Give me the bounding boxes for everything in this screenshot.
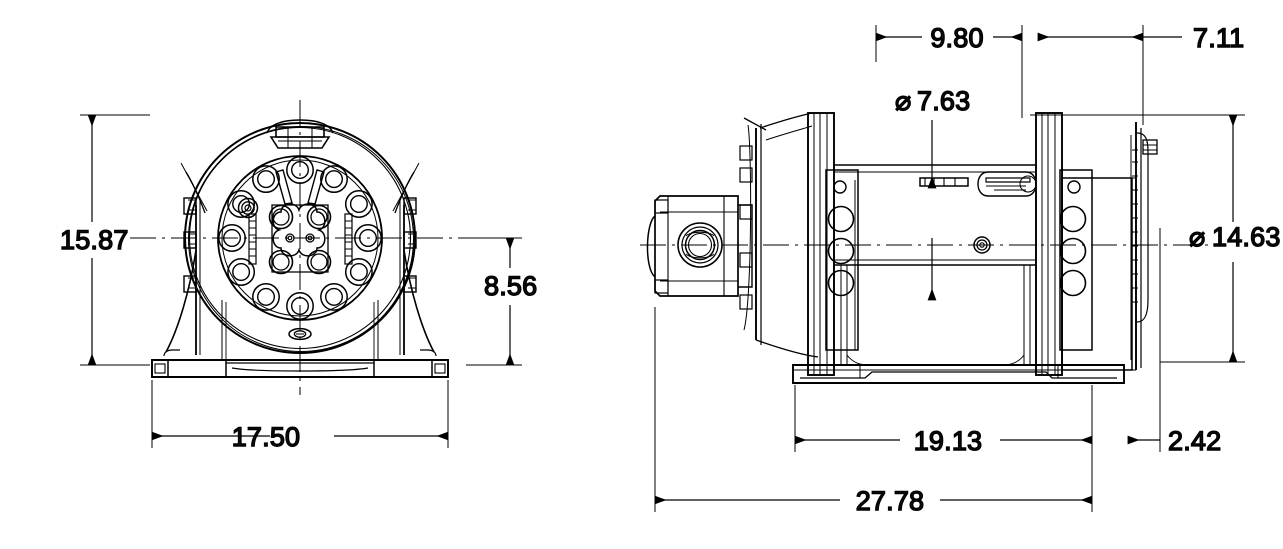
bolt-boss bbox=[252, 282, 280, 311]
tie-bar-small-hole bbox=[1067, 180, 1081, 194]
tie-bar-hole bbox=[827, 237, 855, 265]
motor-bolt-inner bbox=[310, 208, 328, 226]
dimension-9-80-label: 9.80 bbox=[930, 23, 983, 53]
left-mount-bracket bbox=[180, 162, 227, 360]
base-foot-right bbox=[373, 359, 433, 378]
tie-bar-hole bbox=[1059, 237, 1087, 265]
bolt-boss bbox=[227, 190, 256, 218]
motor-side-plate-ribs bbox=[249, 220, 352, 257]
bracket-bolt-head bbox=[183, 231, 197, 249]
motor-body-group bbox=[248, 169, 353, 275]
side-view-geometry bbox=[646, 112, 1158, 384]
motor-side-plate-left bbox=[248, 213, 257, 265]
drum-right-flange-plate bbox=[1035, 112, 1063, 376]
bracket-bolt-head bbox=[403, 231, 417, 249]
dimension-8-56 bbox=[466, 237, 522, 366]
motor-bolt-inner bbox=[272, 208, 290, 226]
tie-bar-hole bbox=[1059, 205, 1087, 233]
base-foot-left bbox=[167, 359, 227, 378]
drum-barrel bbox=[833, 164, 1037, 366]
motor-bolt bbox=[268, 204, 294, 230]
drum-ratchet-feature bbox=[977, 171, 1037, 197]
diameter-symbol-icon: ⌀ bbox=[1189, 222, 1205, 252]
dimension-19-13-label: 19.13 bbox=[914, 426, 983, 456]
dimension-7-11-label: 7.11 bbox=[1193, 23, 1244, 53]
side-base-plate-outline bbox=[792, 364, 1125, 384]
diameter-symbol-icon: ⌀ bbox=[895, 86, 911, 116]
bolt-boss bbox=[344, 258, 373, 286]
dimension-17-50 bbox=[151, 380, 449, 448]
motor-bolt-inner bbox=[310, 253, 328, 271]
motor-side-plate-right bbox=[344, 213, 353, 265]
dimension-2-42-label: 2.42 bbox=[1168, 426, 1221, 456]
cable-anchor-slot bbox=[880, 171, 969, 187]
drum-right-flange bbox=[1035, 112, 1063, 376]
left-shell-skirt bbox=[165, 249, 197, 353]
bolt-boss bbox=[227, 258, 256, 286]
dimension-27-78 bbox=[654, 307, 1093, 512]
bracket-bolt-head bbox=[183, 197, 197, 215]
end-view-centerlines bbox=[130, 100, 470, 395]
right-tie-bar bbox=[1059, 169, 1093, 351]
dimension-15-87 bbox=[80, 114, 150, 366]
bolt-circle-group bbox=[218, 156, 382, 320]
dimension-17-50-label: 17.50 bbox=[232, 422, 301, 452]
bracket-bolt-head bbox=[183, 275, 197, 293]
dimension-27-78-label: 27.78 bbox=[856, 486, 925, 516]
right-end-casting bbox=[1061, 122, 1158, 371]
bracket-bolt-head bbox=[403, 197, 417, 215]
right-shell-skirt bbox=[403, 249, 435, 353]
bolt-boss bbox=[344, 190, 373, 218]
anchor-arm-left bbox=[275, 169, 293, 205]
end-plate-bolt bbox=[1142, 139, 1158, 155]
dimension-15-87-label: 15.87 bbox=[60, 225, 129, 255]
anchor-arm-right bbox=[307, 169, 325, 205]
motor-left-bulge bbox=[646, 215, 656, 278]
dimension-dia-7-63-label: 7.63 bbox=[917, 86, 970, 116]
dimension-7-11 bbox=[1037, 25, 1182, 125]
motor-clover-outline bbox=[272, 203, 326, 257]
motor-bolt-inner bbox=[272, 253, 290, 271]
side-base-plate bbox=[792, 364, 1125, 384]
dimension-9-80 bbox=[875, 25, 1023, 118]
port-fitting-upper-left bbox=[237, 197, 259, 219]
hydraulic-motor-block bbox=[646, 145, 753, 310]
right-mount-bracket bbox=[373, 162, 420, 360]
tie-bar-small-hole bbox=[833, 180, 847, 194]
brake-housing-ticks bbox=[1132, 149, 1138, 303]
tie-bar-hole bbox=[1059, 269, 1087, 297]
bolt-boss bbox=[320, 282, 348, 311]
left-end-casting bbox=[743, 112, 819, 358]
dimension-8-56-label: 8.56 bbox=[484, 271, 537, 301]
motor-bolt bbox=[268, 249, 294, 275]
dimension-2-42 bbox=[1127, 228, 1161, 452]
dimension-19-13 bbox=[794, 385, 1093, 452]
motor-bolt bbox=[306, 249, 332, 275]
dimension-dia-14-63 bbox=[1030, 114, 1245, 363]
bolt-boss bbox=[252, 165, 280, 194]
bracket-bolt-head bbox=[403, 275, 417, 293]
motor-bolt bbox=[306, 204, 332, 230]
dimension-dia-14-63-label: 14.63 bbox=[1212, 222, 1281, 252]
bolt-boss bbox=[320, 165, 348, 194]
tie-bar-hole bbox=[827, 205, 855, 233]
